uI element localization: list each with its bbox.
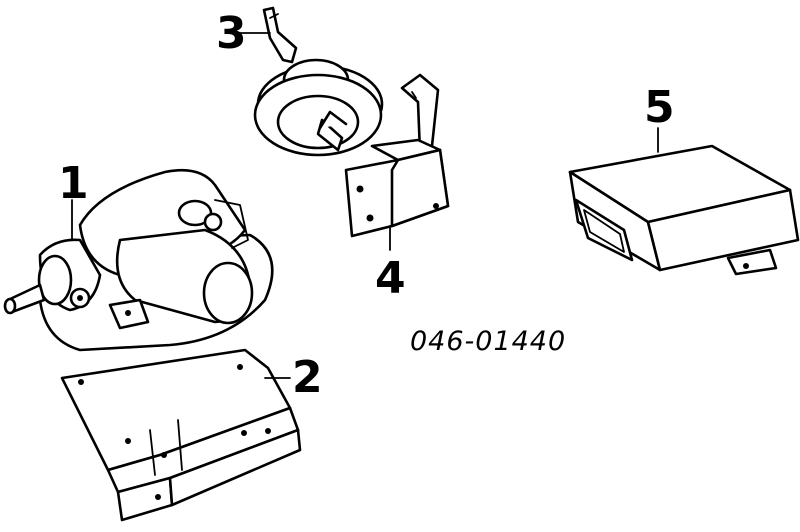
part-3-vacuum-actuator xyxy=(253,6,384,157)
callout-4: 4 xyxy=(375,253,406,304)
part-2-bracket xyxy=(60,348,302,522)
part-1-actuator xyxy=(3,168,274,352)
part-5-control-module xyxy=(568,144,800,276)
callout-3: 3 xyxy=(216,8,247,59)
callout-5: 5 xyxy=(644,82,675,133)
callout-2: 2 xyxy=(292,352,323,403)
part-4-valve-bracket xyxy=(344,73,450,238)
part-code-label: 046-01440 xyxy=(410,326,566,357)
callout-1: 1 xyxy=(58,158,89,209)
leader-lines xyxy=(71,32,659,379)
